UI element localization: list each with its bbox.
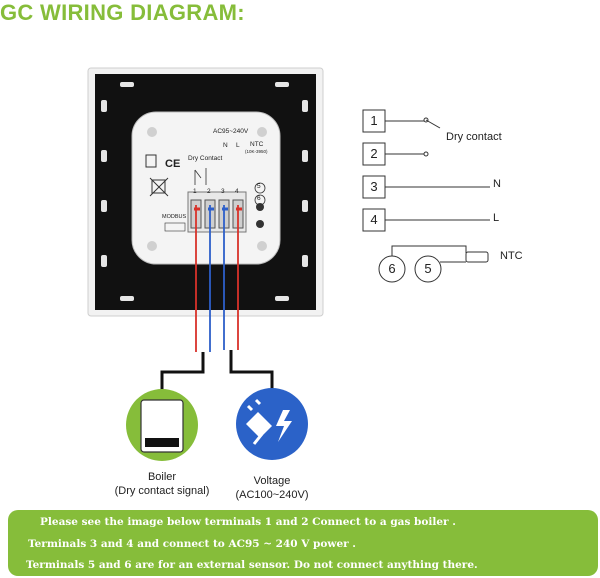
device-terminal-4: 4	[235, 188, 239, 195]
schematic-dry-contact: Dry contact	[446, 131, 502, 143]
boiler-icon	[126, 389, 198, 461]
device-l-label: L	[236, 142, 240, 149]
notes-banner: Please see the image below terminals 1 a…	[8, 510, 598, 576]
boiler-label: Boiler	[147, 471, 177, 483]
schematic-ntc: NTC	[500, 250, 523, 262]
schematic-terminal-1: 1	[370, 113, 378, 128]
voltage-label: Voltage	[253, 475, 291, 487]
svg-text:CE: CE	[165, 158, 180, 170]
device-modbus-label: MODBUS	[162, 214, 187, 220]
device-terminal-3: 3	[221, 188, 225, 195]
schematic-n: N	[493, 178, 501, 190]
schematic-l: L	[493, 212, 500, 224]
note-line-2: Terminals 3 and 4 and connect to AC95 ~ …	[28, 538, 356, 550]
note-line-3: Terminals 5 and 6 are for an external se…	[26, 559, 478, 571]
schematic-sensor-5: 5	[424, 261, 432, 276]
schematic-terminal-2: 2	[370, 146, 378, 161]
device-terminal-2: 2	[207, 188, 211, 195]
boiler-caption: Boiler (Dry contact signal)	[92, 470, 232, 498]
voltage-caption: Voltage (AC100~240V)	[212, 474, 332, 502]
schematic-terminal-4: 4	[370, 212, 378, 227]
wiring-diagram: CE	[87, 67, 490, 461]
voltage-sublabel: (AC100~240V)	[235, 489, 309, 501]
wires	[160, 205, 274, 392]
device-dry-contact-label: Dry Contact	[188, 155, 223, 162]
device-n-label: N	[223, 142, 228, 149]
device-ntc-label: NTC	[250, 141, 264, 148]
schematic	[362, 109, 490, 283]
note-line-1: Please see the image below terminals 1 a…	[40, 516, 456, 528]
plug-bolt-icon	[236, 388, 308, 460]
schematic-sensor-6: 6	[388, 261, 396, 276]
boiler-sublabel: (Dry contact signal)	[114, 485, 210, 497]
device-terminal-1: 1	[193, 188, 197, 195]
device-ntc-sub: (10K-3950)	[245, 149, 268, 154]
device-terminal-6: 6	[257, 195, 261, 202]
schematic-terminal-3: 3	[370, 179, 378, 194]
page-title: GC WIRING DIAGRAM:	[0, 0, 245, 25]
thermostat-back-plate: CE	[87, 67, 324, 317]
device-terminal-5: 5	[257, 183, 261, 190]
device-power-label: AC95~240V	[213, 128, 249, 135]
